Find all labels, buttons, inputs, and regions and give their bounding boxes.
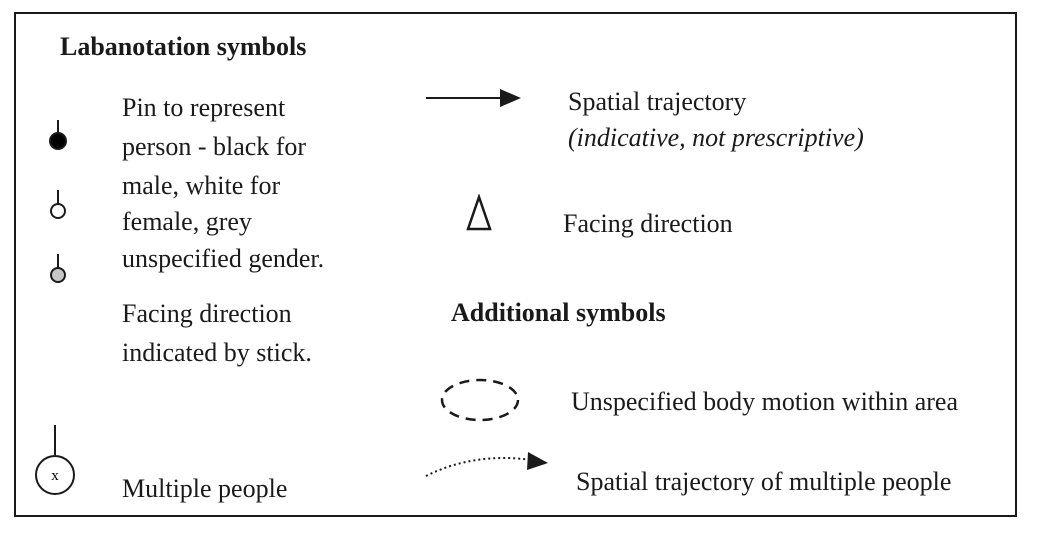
pin-description-line-5: unspecified gender.	[122, 244, 325, 273]
pin-female-icon	[44, 188, 72, 224]
dashed-ellipse-icon	[438, 377, 524, 425]
multi-trajectory-label: Spatial trajectory of multiple people	[576, 467, 952, 496]
spatial-trajectory-label: Spatial trajectory	[568, 87, 747, 116]
pin-description-line-4: female, grey	[122, 207, 252, 236]
facing-note-line-1: Facing direction	[122, 299, 292, 328]
additional-symbols-heading: Additional symbols	[451, 298, 666, 327]
facing-direction-label: Facing direction	[563, 209, 733, 238]
multiple-people-icon: x	[33, 423, 77, 497]
pin-description-line-1: Pin to represent	[122, 93, 286, 122]
legend-frame	[14, 12, 1017, 517]
pin-description-line-3: male, white for	[122, 171, 281, 200]
multiple-people-label: Multiple people	[122, 474, 288, 503]
pin-male-icon	[44, 118, 72, 154]
multiple-people-symbol: x	[51, 468, 59, 484]
pin-unspecified-icon	[44, 252, 72, 288]
spatial-trajectory-note: (indicative, not prescriptive)	[568, 123, 864, 152]
facing-note-line-2: indicated by stick.	[122, 338, 312, 367]
triangle-facing-icon	[464, 194, 494, 234]
unspecified-motion-label: Unspecified body motion within area	[571, 387, 959, 416]
pin-description-line-2: person - black for	[122, 132, 307, 161]
dotted-arrow-icon	[424, 448, 554, 482]
solid-arrow-icon	[424, 86, 524, 110]
labanotation-heading: Labanotation symbols	[60, 32, 307, 61]
